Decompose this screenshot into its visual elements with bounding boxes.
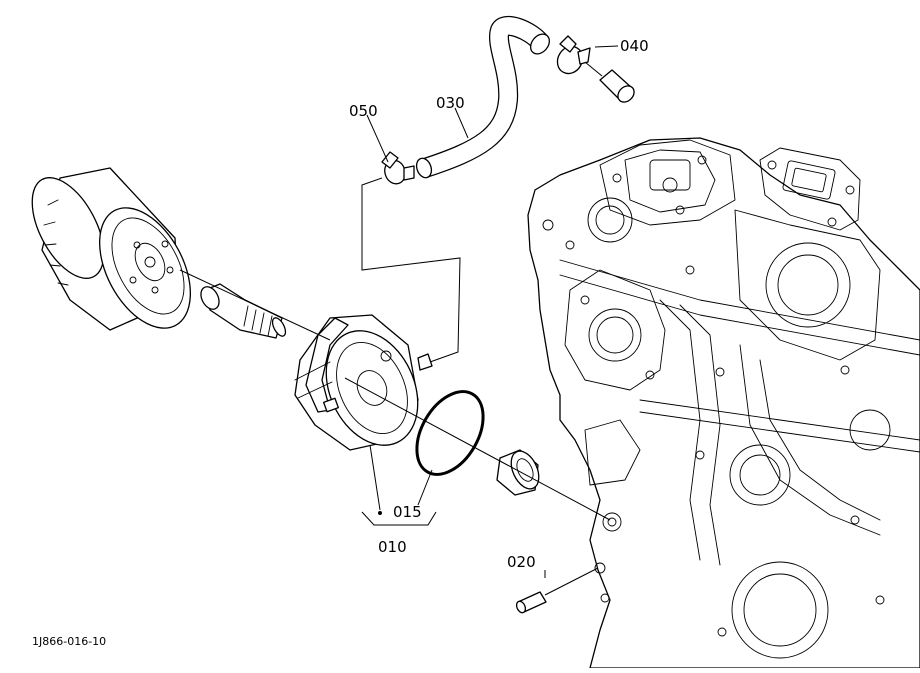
callout-020: 020: [507, 553, 536, 571]
callout-050: 050: [349, 102, 378, 120]
straight-pin: [515, 567, 599, 614]
connection-bracket: [361, 177, 461, 363]
callout-010: 010: [378, 538, 407, 556]
hose-fitting: [584, 61, 635, 103]
bullet-marker: [378, 511, 382, 515]
gear-case-housing: [527, 137, 920, 669]
oil-hose: [415, 15, 551, 179]
callout-040: 040: [620, 37, 649, 55]
callout-015: 015: [393, 503, 422, 521]
callout-030: 030: [436, 94, 465, 112]
hose-clamp-lower: [381, 151, 415, 185]
oil-cooler-assembly: [294, 314, 433, 451]
threaded-nipple: [200, 283, 287, 339]
oil-filter-cartridge: [31, 167, 192, 331]
figure-reference: 1J866-016-10: [32, 635, 106, 648]
cooler-sleeve: [496, 449, 540, 496]
hose-clamp-upper: [556, 35, 591, 75]
